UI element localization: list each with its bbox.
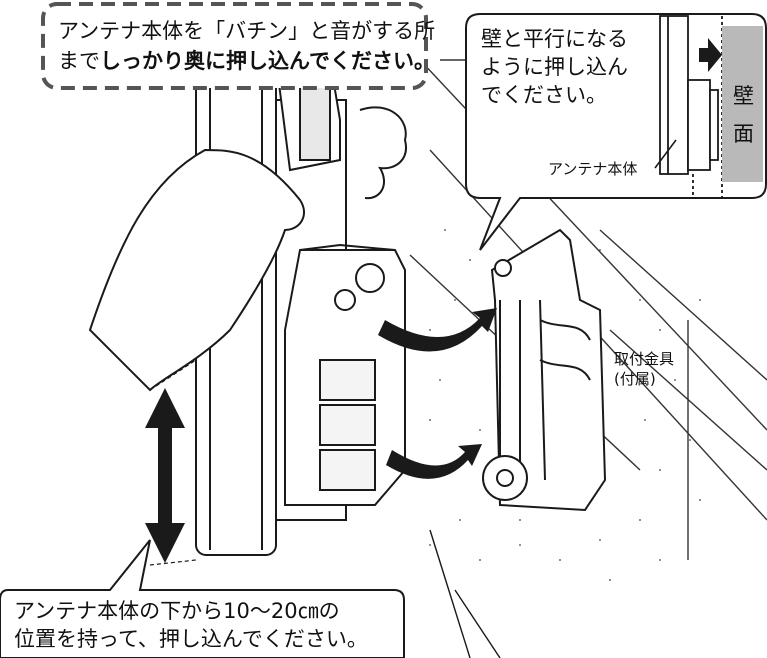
inset-antenna-label: アンテナ本体 xyxy=(548,160,638,178)
mounting-bracket xyxy=(482,228,607,512)
bottom-left-callout-line2: 位置を持って、押し込んでください。 xyxy=(14,627,368,651)
inset-antenna-side xyxy=(659,15,723,198)
grip-range-guide-top xyxy=(149,359,197,391)
top-right-callout-line2: ように押し込ん xyxy=(481,55,628,79)
bracket-label-line1: 取付金具 xyxy=(614,350,675,368)
top-right-callout-line3: でください。 xyxy=(481,83,607,107)
top-right-callout-line1: 壁と平行になる xyxy=(481,27,628,51)
top-left-callout-box xyxy=(41,2,428,90)
top-left-callout-line1: アンテナ本体を「バチン」と音がする所 xyxy=(58,19,436,43)
top-left-callout-line2-bold: しっかり奥に押し込んでください。 xyxy=(100,49,435,73)
wall-label-char-2: 面 xyxy=(733,122,754,146)
grip-range-guide-bottom xyxy=(149,559,197,566)
antenna-mount-block xyxy=(284,243,406,506)
top-left-callout-line2: までしっかり奥に押し込んでください。 xyxy=(58,48,435,74)
inset-push-arrow xyxy=(699,38,722,72)
grip-range-arrow xyxy=(145,388,185,563)
bottom-left-callout-box xyxy=(0,539,405,658)
bracket-label-line2: (付属) xyxy=(614,370,656,388)
push-arrows xyxy=(378,308,497,479)
wall-surface xyxy=(722,26,763,182)
top-left-callout-line2-prefix: まで xyxy=(58,49,100,73)
hand-illustration xyxy=(88,106,407,392)
bottom-left-callout-line1: アンテナ本体の下から10〜20㎝の xyxy=(14,599,340,623)
bottom-pointer-line-2 xyxy=(454,589,501,658)
bottom-pointer-line-1 xyxy=(429,529,471,658)
top-right-callout-box xyxy=(465,13,767,251)
inset-antenna-pointer xyxy=(654,139,677,169)
wall-label-char-1: 壁 xyxy=(733,84,754,108)
